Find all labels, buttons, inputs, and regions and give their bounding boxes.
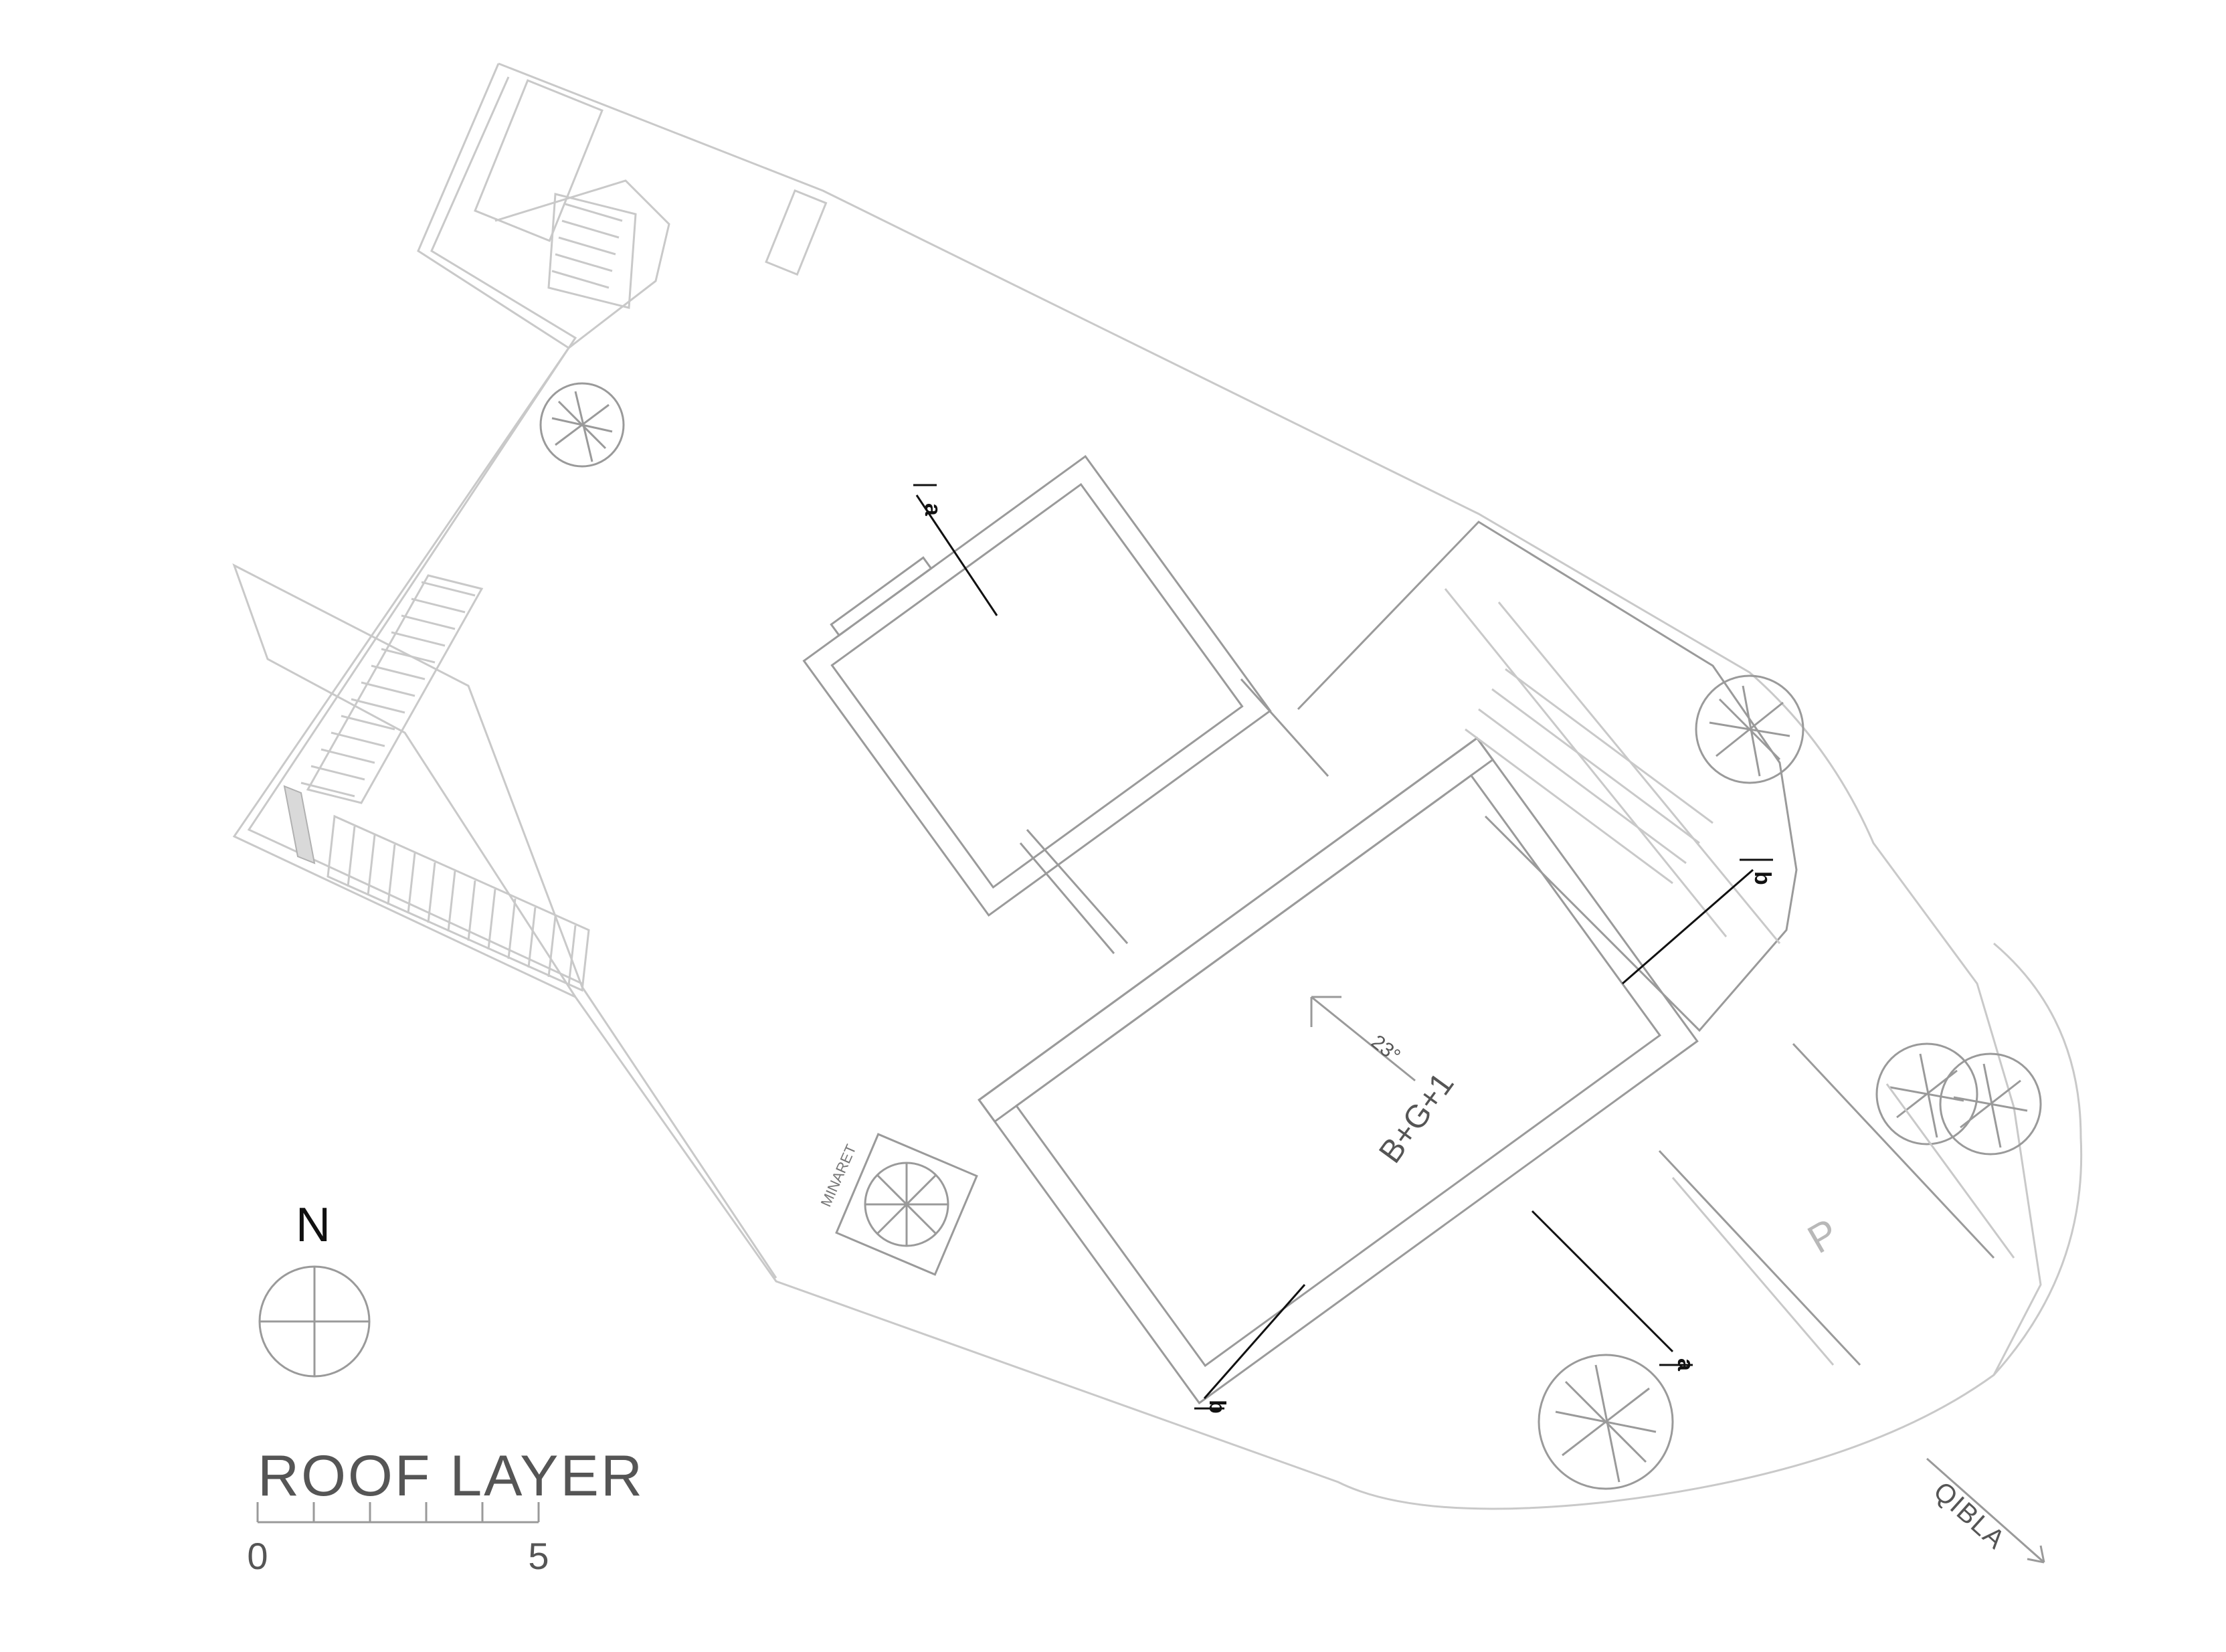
northeast-block	[1297, 521, 1995, 1366]
tree-icon	[539, 382, 625, 468]
building-label: B+G+1	[1372, 1067, 1461, 1170]
north-label: N	[296, 1198, 331, 1252]
drawing-title: ROOF LAYER	[258, 1444, 644, 1508]
ramp-hatch	[283, 785, 316, 864]
rotation-arrow-icon	[1310, 996, 1416, 1082]
stair-run-southwest	[283, 785, 590, 992]
site-boundary	[232, 62, 2083, 1510]
parking-area	[1671, 1083, 2015, 1366]
tree-icon	[1695, 674, 1804, 784]
connector-bridge	[1019, 678, 1329, 954]
north-compass-icon	[258, 1265, 371, 1378]
main-building	[978, 736, 1699, 1405]
minaret-label: MINARET	[818, 1142, 860, 1210]
scale-bar	[256, 1502, 540, 1524]
section-mark-b-left: b	[1204, 1400, 1230, 1414]
qibla-arrow-icon	[1926, 1457, 2045, 1564]
minaret	[835, 1133, 978, 1276]
qibla-label: QIBLA	[1928, 1476, 2011, 1555]
stair-block-north	[474, 79, 828, 349]
parking-label: P	[1800, 1210, 1846, 1262]
tree-icon	[1939, 1052, 2042, 1156]
section-mark-a-bottom: a	[1673, 1358, 1698, 1372]
scale-start-label: 0	[247, 1535, 268, 1577]
section-lines	[913, 484, 1773, 1410]
stair-run-west	[300, 574, 484, 804]
scale-end-label: 5	[528, 1535, 549, 1577]
rotation-angle-label: 23°	[1367, 1031, 1404, 1067]
tree-icon	[1538, 1354, 1674, 1490]
upper-roof-block	[802, 454, 1272, 917]
section-mark-b-right: b	[1750, 871, 1775, 885]
tree-icon	[1875, 1042, 1978, 1145]
section-mark-a-top: a	[920, 503, 945, 517]
